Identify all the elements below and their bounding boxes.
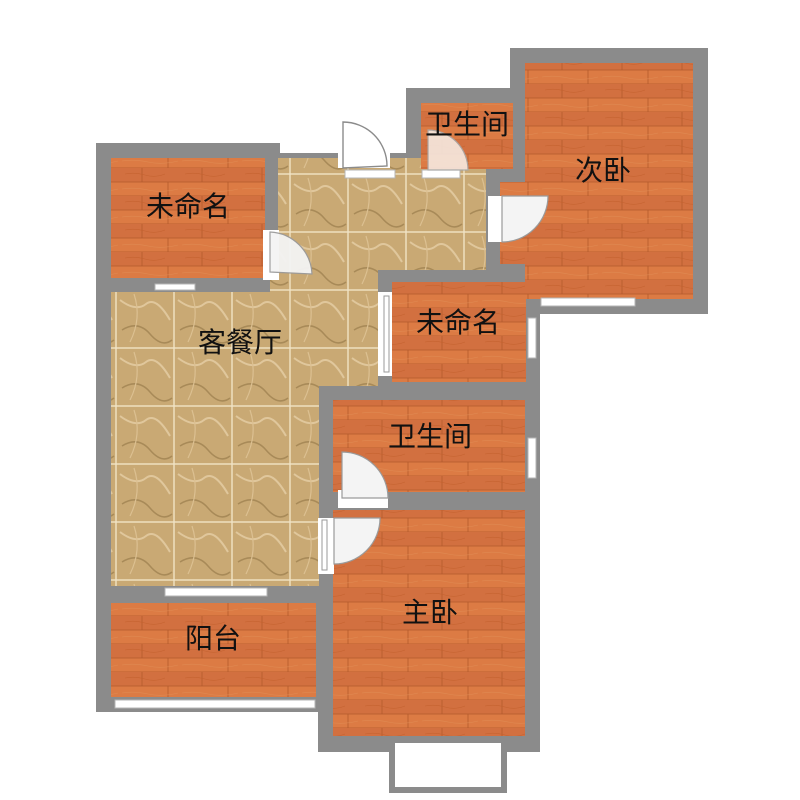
doors bbox=[263, 120, 549, 574]
window-second-bedroom bbox=[540, 297, 636, 307]
tile-floor bbox=[111, 158, 486, 586]
room-second-bedroom bbox=[525, 63, 693, 299]
door-bathroom-top-swing bbox=[427, 129, 469, 171]
room-labels: 未命名 客餐厅 卫生间 次卧 未命名 卫生间 主卧 阳台 bbox=[146, 108, 631, 655]
windows bbox=[114, 169, 636, 793]
window-top-left-room bbox=[154, 283, 196, 291]
window-balcony-bottom bbox=[114, 699, 316, 709]
label-second-bedroom: 次卧 bbox=[575, 154, 631, 187]
label-unnamed-center: 未命名 bbox=[416, 306, 500, 339]
door-master-bedroom-swing bbox=[333, 517, 381, 565]
label-bathroom-center: 卫生间 bbox=[388, 420, 472, 453]
window-bathroom-top bbox=[421, 169, 461, 179]
window-corridor-top bbox=[344, 169, 396, 179]
label-unnamed-top-left: 未命名 bbox=[146, 190, 230, 223]
room-balcony bbox=[111, 603, 316, 697]
label-bathroom-top: 卫生间 bbox=[425, 108, 509, 141]
label-living-dining: 客餐厅 bbox=[198, 326, 282, 359]
window-unnamed-center bbox=[527, 317, 537, 359]
door-second-bedroom-swing bbox=[501, 195, 549, 243]
wood-floors bbox=[111, 63, 693, 736]
door-top-left-swing bbox=[269, 231, 313, 275]
door-entrance-swing bbox=[342, 121, 388, 169]
label-master-bedroom: 主卧 bbox=[402, 596, 458, 629]
label-balcony: 阳台 bbox=[185, 622, 241, 655]
door-bathroom-center-swing bbox=[341, 451, 389, 499]
window-bathroom-center bbox=[527, 437, 537, 479]
room-unnamed-top-left bbox=[111, 158, 265, 278]
window-balcony-top bbox=[164, 587, 268, 597]
bay-window bbox=[389, 737, 507, 793]
room-unnamed-center bbox=[392, 282, 526, 382]
